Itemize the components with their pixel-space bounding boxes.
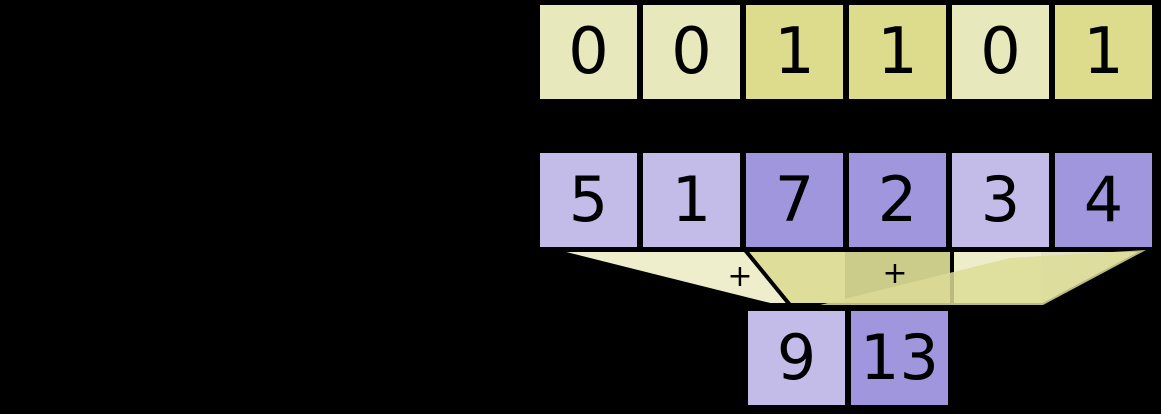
value-cell-1: 1 [640,150,743,250]
value-cell-4: 3 [949,150,1052,250]
flag-cell-3: 1 [846,2,949,102]
value-cell-5-label: 4 [1083,163,1124,236]
result-cell-0: 9 [745,308,848,408]
flag-cell-4: 0 [949,2,1052,102]
flag-cell-5-label: 1 [1083,15,1124,89]
value-cell-3-label: 2 [877,163,918,236]
value-cell-2: 7 [743,150,846,250]
value-cell-3: 2 [846,150,949,250]
flag-cell-4-label: 0 [980,15,1021,89]
value-cell-5: 4 [1052,150,1155,250]
value-cell-0: 5 [537,150,640,250]
result-cell-1: 13 [848,308,951,408]
value-cell-0-label: 5 [568,163,609,236]
flag-cell-1: 0 [640,2,743,102]
flag-cell-2: 1 [743,2,846,102]
result-cell-1-label: 13 [860,321,939,394]
value-cell-2-label: 7 [774,163,815,236]
flag-cell-1-label: 0 [671,15,712,89]
value-cell-1-label: 1 [671,163,712,236]
funnel-right-shade [820,250,1146,305]
plus-operator-left: + [727,259,753,294]
flag-cell-5: 1 [1052,2,1155,102]
flag-cell-0: 0 [537,2,640,102]
flag-cell-2-label: 1 [774,15,815,89]
flag-cell-3-label: 1 [877,15,918,89]
result-cell-0-label: 9 [776,321,817,394]
plus-operator-right: + [882,256,908,291]
flag-cell-0-label: 0 [568,15,609,89]
value-cell-4-label: 3 [980,163,1021,236]
